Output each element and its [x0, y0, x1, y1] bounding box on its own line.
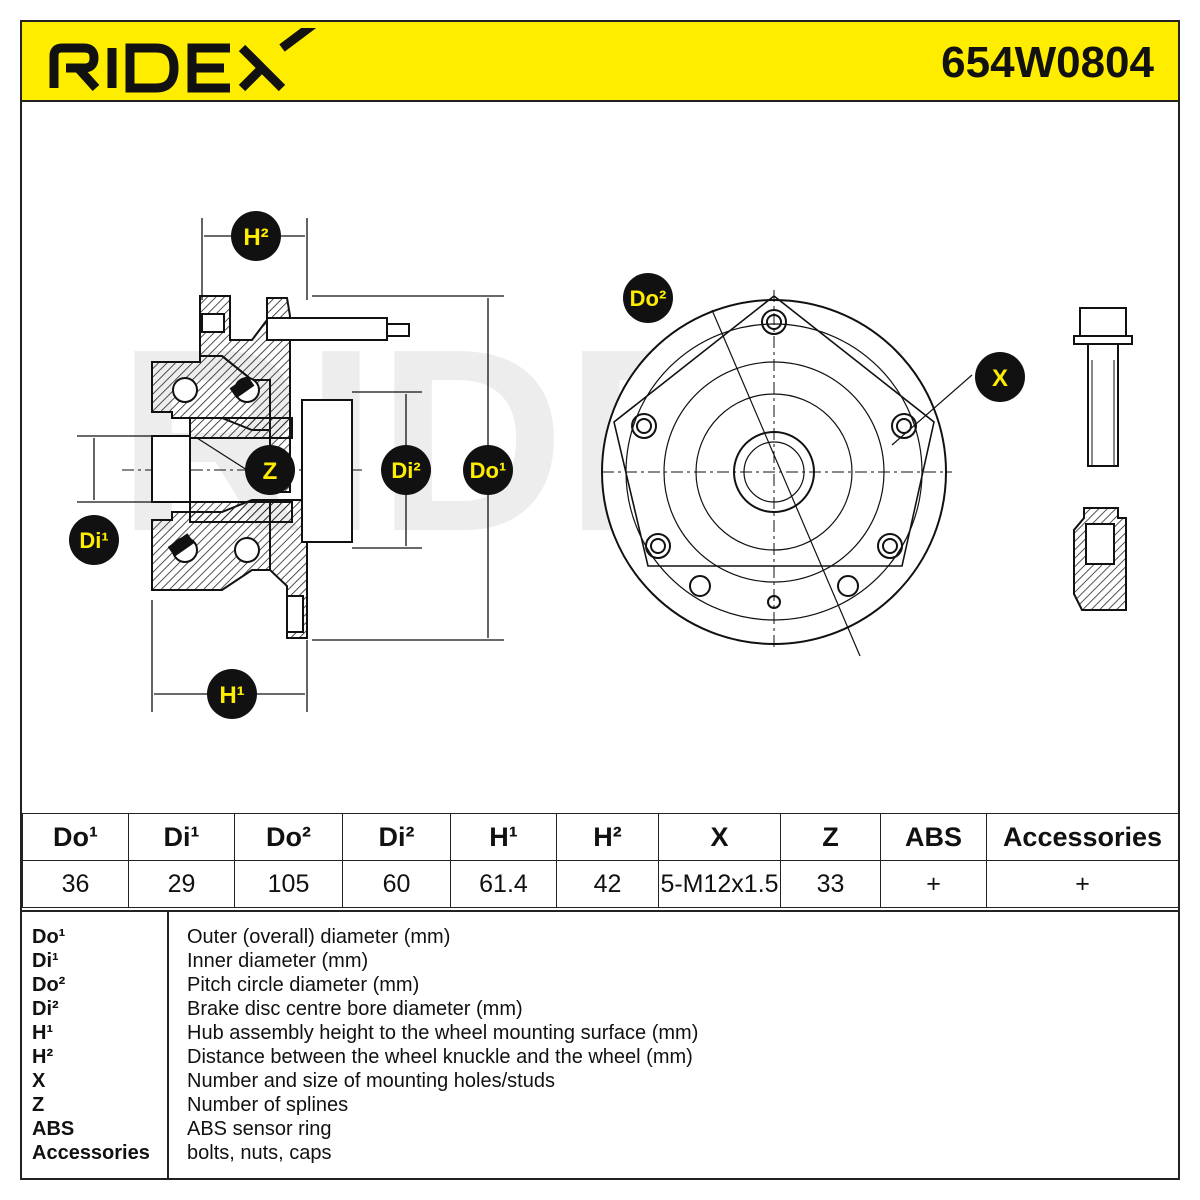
- legend-key: Di¹: [32, 950, 59, 972]
- legend-key: Accessories: [32, 1142, 150, 1164]
- label-h2: H²: [231, 211, 281, 261]
- wheel-bolt: [1073, 307, 1133, 467]
- header-cell: H²: [556, 813, 659, 861]
- legend-key: H²: [32, 1046, 54, 1068]
- legend-row: H¹ Hub assembly height to the wheel moun…: [22, 1022, 1178, 1046]
- legend-row: Z Number of splines: [22, 1094, 1178, 1118]
- svg-text:Z: Z: [263, 458, 278, 485]
- label-do1: Do¹: [463, 445, 513, 495]
- legend-desc: Number and size of mounting holes/studs: [187, 1070, 555, 1092]
- svg-text:Do¹: Do¹: [470, 458, 507, 483]
- legend-row: Di² Brake disc centre bore diameter (mm): [22, 998, 1178, 1022]
- legend-desc: bolts, nuts, caps: [187, 1142, 332, 1164]
- value-cell: +: [986, 860, 1179, 908]
- value-cell: 60: [342, 860, 451, 908]
- hub-cross-section: [122, 295, 410, 639]
- header-cell: H¹: [450, 813, 557, 861]
- header-cell: Z: [780, 813, 881, 861]
- label-h1: H¹: [207, 669, 257, 719]
- legend-row: Di¹ Inner diameter (mm): [22, 950, 1178, 974]
- value-cell: 42: [556, 860, 659, 908]
- svg-text:H¹: H¹: [219, 682, 244, 709]
- svg-text:Do²: Do²: [630, 286, 667, 311]
- legend-desc: Number of splines: [187, 1094, 349, 1116]
- legend-desc: Brake disc centre bore diameter (mm): [187, 998, 523, 1020]
- value-cell: +: [880, 860, 987, 908]
- legend-row: X Number and size of mounting holes/stud…: [22, 1070, 1178, 1094]
- legend-desc: Distance between the wheel knuckle and t…: [187, 1046, 693, 1068]
- legend-row: H² Distance between the wheel knuckle an…: [22, 1046, 1178, 1070]
- legend-desc: Pitch circle diameter (mm): [187, 974, 420, 996]
- label-di2: Di²: [381, 445, 431, 495]
- legend-key: Do¹: [32, 926, 66, 948]
- value-cell: 33: [780, 860, 881, 908]
- header-bar: 654W0804: [22, 22, 1178, 102]
- svg-text:H²: H²: [243, 224, 268, 251]
- legend-key: Z: [32, 1094, 45, 1116]
- technical-drawing: RIDEX: [69, 211, 1133, 719]
- wheel-nut: [1073, 507, 1127, 611]
- value-cell: 61.4: [450, 860, 557, 908]
- svg-text:Di¹: Di¹: [79, 528, 108, 553]
- legend-row: Accessories bolts, nuts, caps: [22, 1142, 1178, 1166]
- label-z: Z: [245, 445, 295, 495]
- sheet-frame: [20, 20, 1180, 1180]
- part-number: 654W0804: [941, 38, 1154, 87]
- legend-desc: Outer (overall) diameter (mm): [187, 926, 451, 948]
- legend-key: Di²: [32, 998, 59, 1020]
- header-cell: ABS: [880, 813, 987, 861]
- header-cell: Accessories: [986, 813, 1179, 861]
- legend-desc: ABS sensor ring: [187, 1118, 332, 1140]
- value-cell: 5-M12x1.5: [658, 860, 781, 908]
- svg-text:Di²: Di²: [391, 458, 420, 483]
- legend-row: Do¹ Outer (overall) diameter (mm): [22, 926, 1178, 950]
- label-do2: Do²: [623, 273, 673, 323]
- header-cell: X: [658, 813, 781, 861]
- legend: Do¹ Outer (overall) diameter (mm) Di¹ In…: [22, 910, 1178, 1180]
- spec-table: Do¹ Di¹ Do² Di² H¹ H² X Z ABS Accessorie…: [22, 813, 1179, 908]
- legend-key: ABS: [32, 1118, 75, 1140]
- value-cell: 29: [128, 860, 235, 908]
- header-cell: Do¹: [22, 813, 129, 861]
- ridex-logo: [49, 28, 317, 93]
- legend-row: Do² Pitch circle diameter (mm): [22, 974, 1178, 998]
- legend-desc: Hub assembly height to the wheel mountin…: [187, 1022, 699, 1044]
- header-cell: Di²: [342, 813, 451, 861]
- spec-header-row: Do¹ Di¹ Do² Di² H¹ H² X Z ABS Accessorie…: [22, 813, 1179, 861]
- legend-key: H¹: [32, 1022, 54, 1044]
- value-cell: 105: [234, 860, 343, 908]
- label-di1: Di¹: [69, 515, 119, 565]
- legend-desc: Inner diameter (mm): [187, 950, 369, 972]
- header-cell: Di¹: [128, 813, 235, 861]
- value-cell: 36: [22, 860, 129, 908]
- legend-key: Do²: [32, 974, 66, 996]
- legend-divider: [167, 912, 169, 1180]
- spec-value-row: 36 29 105 60 61.4 42 5-M12x1.5 33 + +: [22, 860, 1179, 908]
- label-x: X: [975, 352, 1025, 402]
- svg-text:X: X: [992, 365, 1008, 392]
- hub-front-view: [601, 290, 973, 657]
- legend-row: ABS ABS sensor ring: [22, 1118, 1178, 1142]
- legend-key: X: [32, 1070, 46, 1092]
- header-cell: Do²: [234, 813, 343, 861]
